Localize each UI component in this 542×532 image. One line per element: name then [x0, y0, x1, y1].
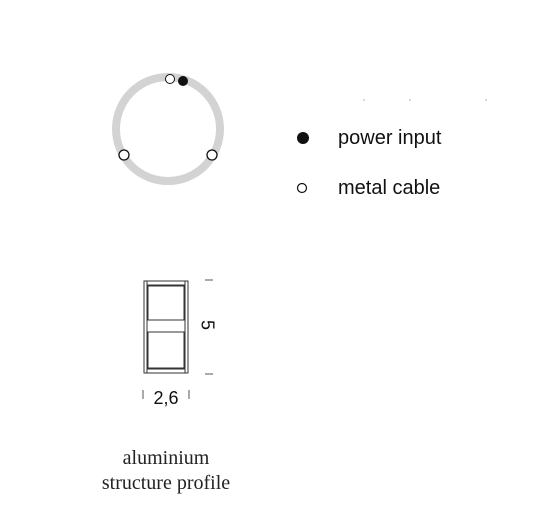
cable-point-left — [118, 149, 130, 161]
legend-faint-marks — [363, 99, 487, 101]
power-input-icon — [297, 132, 309, 144]
profile-lower-chamber — [147, 331, 185, 369]
lamp-ring — [112, 73, 224, 185]
cable-point-right — [206, 149, 218, 161]
cable-point-top — [165, 74, 175, 84]
caption: aluminium structure profile — [102, 447, 230, 494]
width-label: 2,6 — [153, 388, 178, 408]
height-label: 5 — [197, 320, 217, 330]
caption-line-2: structure profile — [102, 472, 230, 494]
power-input-point — [178, 76, 188, 86]
legend-metal-cable-label: metal cable — [338, 177, 440, 199]
width-dimension: 2,6 — [142, 388, 190, 408]
profile-outline — [143, 280, 189, 374]
profile-cross-section — [143, 280, 189, 374]
height-dimension: 5 — [197, 279, 217, 375]
ring-top-view — [112, 73, 224, 185]
legend-power-input-label: power input — [338, 127, 442, 149]
legend: power input metal cable — [296, 127, 442, 199]
profile-upper-chamber — [147, 285, 185, 321]
metal-cable-icon — [296, 182, 308, 194]
caption-line-1: aluminium — [123, 447, 210, 469]
